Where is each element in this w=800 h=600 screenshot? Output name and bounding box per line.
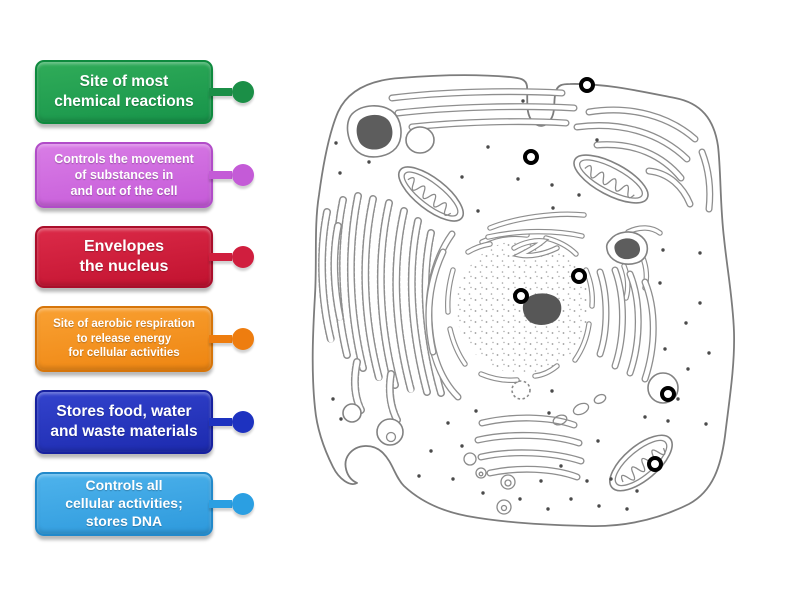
answer-marker[interactable] — [578, 76, 595, 93]
rough-er — [318, 192, 445, 424]
connector-stem — [209, 418, 232, 426]
label-text: Controls the movement of substances in a… — [54, 151, 194, 199]
label-text: Controls all cellular activities; stores… — [65, 477, 183, 531]
label-line: Site of most — [79, 73, 169, 91]
label-line: the nucleus — [79, 258, 169, 275]
ribosome-dots — [331, 99, 711, 511]
er-near-nucleus — [425, 211, 657, 401]
mitochondrion-upper-right — [573, 154, 649, 204]
mitochondrion-lower-right — [609, 434, 673, 492]
centriole — [511, 380, 531, 400]
mitochondrion-upper-left — [398, 166, 464, 222]
label-card-aerobic-respiration[interactable]: Site of aerobic respiration to release e… — [35, 306, 254, 372]
label-line: Controls all — [85, 477, 163, 494]
answer-marker[interactable] — [570, 267, 587, 284]
connector-dot[interactable] — [232, 164, 254, 186]
connector-stem — [209, 88, 232, 96]
label-card-controls-cellular-activities[interactable]: Controls all cellular activities; stores… — [35, 472, 254, 536]
connector-dot[interactable] — [232, 493, 254, 515]
connector-stem — [209, 253, 232, 261]
label-line: Controls the movement — [54, 152, 194, 166]
label-line: cellular activities; — [65, 495, 183, 512]
smooth-er-top — [388, 88, 578, 131]
golgi-apparatus — [463, 393, 607, 515]
label-card-stores-food-water[interactable]: Stores food, water and waste materials — [35, 390, 254, 454]
label-text: Site of most chemical reactions — [54, 72, 194, 112]
vesicles-bottom-left — [342, 403, 404, 446]
nucleolus — [522, 293, 562, 325]
label-card-movement-of-substances[interactable]: Controls the movement of substances in a… — [35, 142, 254, 208]
label-cards-column: Site of most chemical reactions Controls… — [35, 60, 254, 536]
label-text: Stores food, water and waste materials — [50, 402, 197, 442]
connector-stem — [209, 500, 232, 508]
answer-marker[interactable] — [512, 287, 529, 304]
label-line: for cellular activities — [68, 347, 180, 360]
label-text: Envelopes the nucleus — [80, 237, 169, 278]
label-line: chemical reactions — [54, 93, 194, 110]
label-line: and out of the cell — [70, 184, 178, 198]
connector-dot[interactable] — [232, 328, 254, 350]
connector-stem — [209, 335, 232, 343]
answer-marker[interactable] — [659, 385, 676, 402]
vesicle-dark-right — [605, 231, 649, 265]
answer-marker[interactable] — [522, 148, 539, 165]
label-line: Site of aerobic respiration — [53, 317, 195, 330]
label-text: Site of aerobic respiration to release e… — [53, 317, 195, 361]
label-line: and waste materials — [50, 423, 198, 440]
connector-dot[interactable] — [232, 81, 254, 103]
connector-stem — [209, 171, 232, 179]
smooth-er-top-right — [573, 106, 714, 301]
label-line: Stores food, water — [56, 403, 192, 421]
nucleus — [456, 240, 590, 374]
connector-dot[interactable] — [232, 246, 254, 268]
connector-dot[interactable] — [232, 411, 254, 433]
answer-marker[interactable] — [646, 455, 663, 472]
label-line: to release energy — [76, 332, 172, 345]
label-line: stores DNA — [85, 512, 163, 529]
vesicle-dark-top-left — [346, 105, 435, 158]
label-line: of substances in — [74, 168, 174, 182]
label-card-chemical-reactions[interactable]: Site of most chemical reactions — [35, 60, 254, 124]
label-line: Envelopes — [83, 237, 165, 255]
label-card-envelopes-nucleus[interactable]: Envelopes the nucleus — [35, 226, 254, 288]
